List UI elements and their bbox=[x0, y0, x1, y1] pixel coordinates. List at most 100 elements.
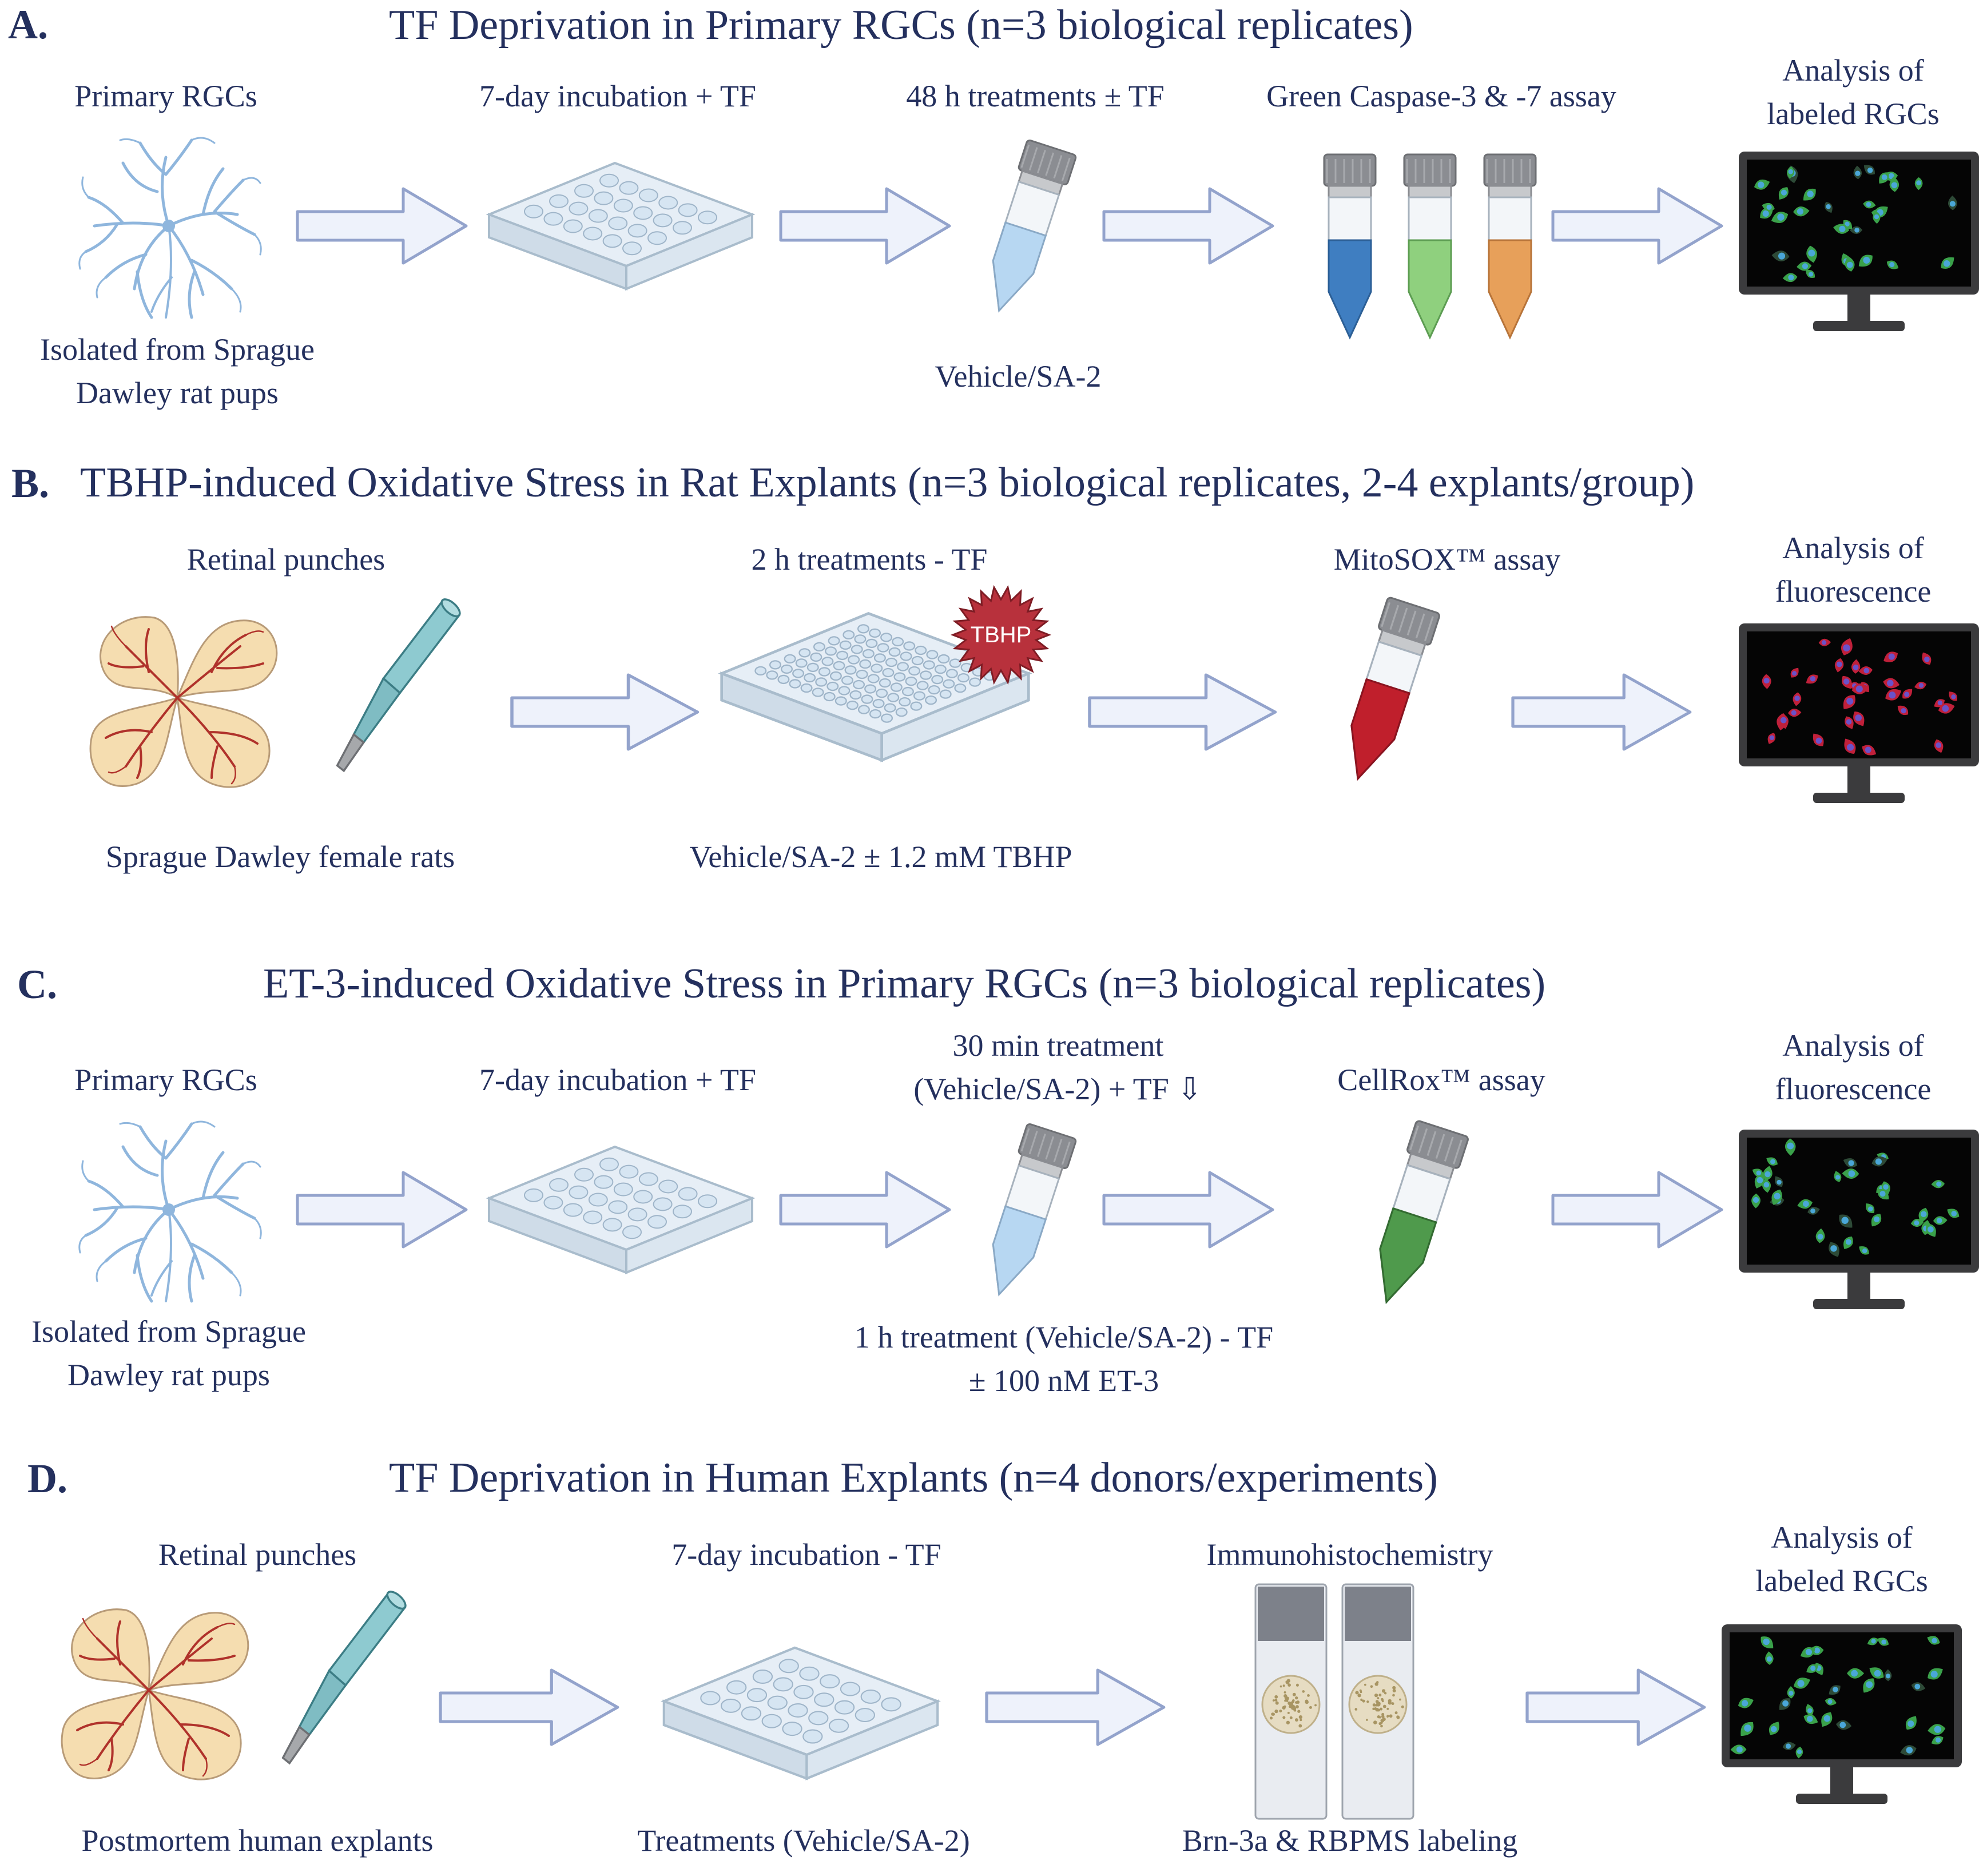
arrow-icon bbox=[1104, 189, 1275, 266]
well bbox=[910, 701, 923, 711]
well bbox=[563, 219, 583, 233]
well bbox=[834, 696, 847, 706]
tissue-dot bbox=[1399, 1698, 1401, 1701]
well bbox=[821, 657, 834, 666]
nucleus bbox=[1879, 1191, 1886, 1197]
tissue-dot bbox=[1378, 1694, 1382, 1697]
tissue-dot bbox=[1394, 1711, 1398, 1715]
well bbox=[826, 681, 839, 691]
nucleus bbox=[1808, 272, 1814, 277]
nucleus bbox=[1741, 1700, 1748, 1707]
nucleus bbox=[1848, 1160, 1854, 1166]
well bbox=[619, 181, 639, 195]
nucleus bbox=[1943, 260, 1950, 267]
tissue-dot bbox=[1382, 1704, 1386, 1708]
well bbox=[549, 194, 569, 208]
well bbox=[825, 646, 837, 656]
nucleus bbox=[1788, 275, 1794, 281]
panel-letter: B. bbox=[11, 460, 50, 506]
panel-d: D. TF Deprivation in Human Explants (n=4… bbox=[0, 1396, 1979, 1876]
well bbox=[901, 686, 914, 697]
well bbox=[798, 648, 811, 658]
nucleus bbox=[1881, 174, 1887, 180]
well bbox=[673, 1205, 692, 1219]
step-label-line: Analysis of bbox=[1782, 53, 1924, 88]
well bbox=[653, 213, 673, 228]
nucleus bbox=[1782, 1700, 1789, 1707]
well bbox=[905, 676, 917, 686]
nucleus bbox=[1928, 1226, 1934, 1233]
well bbox=[836, 650, 849, 661]
tissue-dot bbox=[1381, 1689, 1386, 1693]
well bbox=[761, 1714, 782, 1728]
monitor-icon bbox=[1722, 1624, 1962, 1807]
well bbox=[788, 1703, 808, 1718]
panel-a: A. TF Deprivation in Primary RGCs (n=3 b… bbox=[0, 0, 1979, 435]
well bbox=[828, 1718, 849, 1733]
nucleus bbox=[1851, 1670, 1858, 1677]
tissue-dot bbox=[1296, 1683, 1299, 1687]
well bbox=[864, 684, 877, 694]
tissue-dot bbox=[1283, 1691, 1286, 1694]
well bbox=[869, 628, 881, 638]
tissue-dot bbox=[1283, 1694, 1287, 1698]
nucleus bbox=[1916, 180, 1922, 186]
monitor-icon bbox=[1739, 623, 1979, 806]
step-label-line: Isolated from Sprague bbox=[31, 1314, 306, 1349]
nucleus bbox=[1794, 695, 1800, 701]
nucleus bbox=[1866, 1681, 1873, 1688]
nucleus bbox=[1758, 181, 1765, 188]
nucleus bbox=[1853, 664, 1859, 670]
step-label: Primary RGCs bbox=[74, 79, 257, 113]
well bbox=[633, 1190, 653, 1204]
tissue-dot bbox=[1269, 1716, 1273, 1720]
nucleus bbox=[1827, 1699, 1833, 1704]
panel-letter: A. bbox=[8, 2, 48, 47]
well bbox=[897, 662, 909, 671]
step-label: Retinal punches bbox=[186, 542, 386, 577]
retina-icon bbox=[51, 1593, 257, 1799]
tissue-dot bbox=[1295, 1696, 1298, 1700]
well bbox=[583, 1210, 603, 1225]
well bbox=[608, 1200, 628, 1214]
nucleus bbox=[1883, 1184, 1889, 1190]
step-label: Vehicle/SA-2 bbox=[935, 359, 1102, 394]
nucleus bbox=[1873, 1216, 1880, 1223]
tissue-dot bbox=[1364, 1683, 1366, 1686]
well bbox=[766, 670, 778, 680]
tube-icon bbox=[972, 138, 1078, 326]
24-well-plate-icon bbox=[483, 1135, 758, 1278]
nucleus bbox=[1889, 691, 1896, 699]
well bbox=[923, 660, 935, 670]
tissue-dot bbox=[1298, 1715, 1303, 1719]
well bbox=[893, 672, 906, 682]
tissue-dot bbox=[1381, 1700, 1384, 1703]
well bbox=[633, 206, 653, 220]
tissue-dot bbox=[1296, 1700, 1300, 1704]
tissue-dot bbox=[1359, 1689, 1362, 1692]
nucleus bbox=[1766, 1656, 1773, 1662]
nucleus bbox=[1780, 717, 1787, 724]
well bbox=[849, 690, 862, 700]
well bbox=[854, 634, 867, 644]
tissue-dot bbox=[1274, 1695, 1278, 1699]
well bbox=[795, 658, 808, 668]
nucleus bbox=[1854, 228, 1859, 233]
tissue-dot bbox=[1279, 1685, 1282, 1688]
nucleus bbox=[1839, 225, 1846, 232]
arrow-icon bbox=[297, 1172, 469, 1250]
well bbox=[698, 1194, 717, 1209]
step-label-line: labeled RGCs bbox=[1767, 97, 1940, 131]
nucleus bbox=[1806, 1715, 1813, 1722]
well bbox=[911, 655, 924, 666]
well bbox=[880, 633, 893, 642]
tissue-dot bbox=[1366, 1719, 1368, 1721]
tissue-dot bbox=[1286, 1699, 1289, 1702]
three-tubes-icon bbox=[1313, 153, 1576, 343]
well bbox=[524, 204, 543, 218]
nucleus bbox=[1763, 1638, 1770, 1646]
nucleus bbox=[1788, 169, 1793, 174]
well bbox=[969, 677, 981, 687]
well bbox=[802, 1729, 823, 1744]
well bbox=[678, 203, 698, 217]
